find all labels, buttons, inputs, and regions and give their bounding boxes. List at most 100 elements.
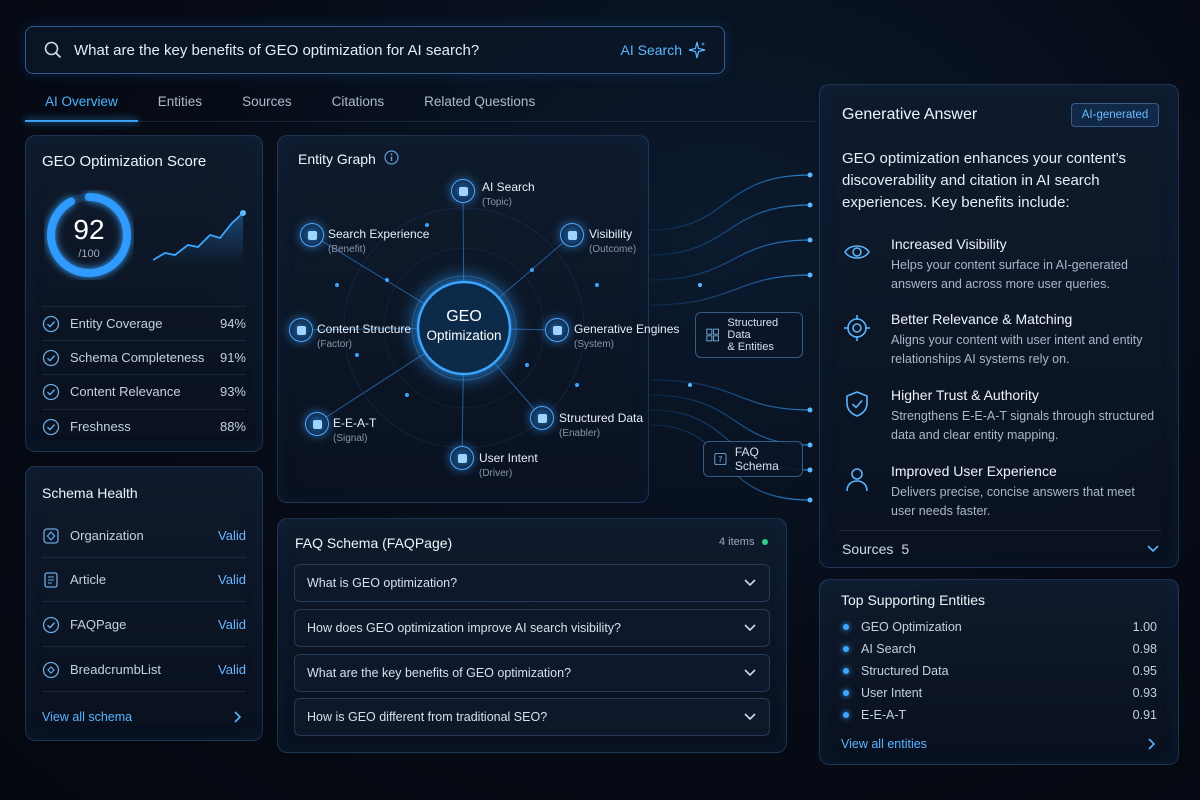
node-search-experience[interactable]: Search Experience(Benefit): [328, 227, 429, 255]
info-icon[interactable]: [384, 150, 399, 165]
schema-label: Organization: [70, 528, 144, 543]
faq-question: What are the key benefits of GEO optimiz…: [307, 666, 572, 680]
node-ai-search[interactable]: AI Search(Topic): [482, 180, 535, 208]
faq-panel-title: FAQ Schema (FAQPage): [295, 535, 453, 551]
faq-item[interactable]: How does GEO optimization improve AI sea…: [294, 609, 770, 647]
tab-related-questions[interactable]: Related Questions: [424, 94, 536, 109]
document-icon: [44, 571, 58, 588]
question-icon: ?: [714, 452, 727, 466]
tab-ai-overview[interactable]: AI Overview: [25, 92, 138, 122]
entity-row[interactable]: User Intent 0.93: [843, 682, 1157, 704]
chevron-down-icon: [744, 669, 756, 677]
entity-label: User Intent: [861, 686, 923, 700]
bullet-icon: [843, 712, 849, 718]
entity-score: 0.93: [1132, 686, 1157, 700]
chevron-down-icon: [744, 713, 756, 721]
check-circle-icon: [42, 418, 60, 435]
schema-item-organization[interactable]: Organization Valid: [42, 514, 246, 558]
metric-label: Content Relevance: [70, 384, 181, 399]
user-icon: [846, 468, 868, 492]
schema-item-faqpage[interactable]: FAQPage Valid: [42, 603, 246, 647]
chevron-right-icon[interactable]: [1146, 737, 1158, 751]
metric-value: 88%: [219, 419, 246, 434]
faq-question: How does GEO optimization improve AI sea…: [307, 621, 622, 635]
chevron-down-icon: [744, 624, 756, 632]
view-all-entities-link[interactable]: View all entities: [841, 737, 927, 751]
trend-sparkline: [152, 210, 246, 265]
tab-entities[interactable]: Entities: [157, 94, 203, 109]
search-bar[interactable]: What are the key benefits of GEO optimiz…: [25, 26, 725, 74]
node-generative-engines[interactable]: Generative Engines (System): [574, 322, 679, 350]
benefit-title: Increased Visibility: [891, 236, 1007, 252]
entity-graph-edges: [300, 190, 599, 458]
entity-label: GEO Optimization: [861, 620, 962, 634]
node-icon-eeat: [305, 412, 329, 436]
view-all-schema-link[interactable]: View all schema: [42, 710, 133, 724]
chevron-down-icon: [744, 579, 756, 587]
node-structured-data[interactable]: Structured Data(Enabler): [559, 411, 643, 439]
score-gauge: [47, 193, 131, 277]
tab-citations[interactable]: Citations: [331, 94, 385, 109]
benefit-desc: Helps your content surface in AI-generat…: [891, 258, 1128, 291]
tab-sources[interactable]: Sources: [242, 94, 292, 109]
faq-item[interactable]: What are the key benefits of GEO optimiz…: [294, 654, 770, 692]
target-icon: [844, 315, 870, 341]
node-visibility[interactable]: Visibility(Outcome): [589, 227, 636, 255]
check-circle-icon: [42, 349, 60, 366]
schema-label: Article: [70, 572, 107, 587]
faq-count-label: 4 items: [719, 536, 755, 548]
metric-value: 93%: [219, 384, 246, 399]
node-user-intent[interactable]: User Intent(Driver): [479, 451, 538, 479]
ai-search-button[interactable]: AI Search: [621, 41, 706, 59]
faq-schema-box[interactable]: ? FAQ Schema: [703, 441, 803, 477]
benefit-title: Higher Trust & Authority: [891, 387, 1039, 403]
schema-status: Valid: [218, 572, 246, 587]
tab-bar: AI Overview Entities Sources Citations R…: [25, 92, 555, 122]
node-label: Content Structure: [317, 322, 412, 336]
faq-item[interactable]: How is GEO different from traditional SE…: [294, 698, 770, 736]
faq-count: 4 items: [719, 536, 769, 548]
faq-item[interactable]: What is GEO optimization?: [294, 564, 770, 602]
sources-toggle[interactable]: Sources 5: [842, 541, 1160, 557]
node-label: Generative Engines: [574, 322, 680, 336]
metric-value: 94%: [219, 316, 246, 331]
score-value: 92: [73, 214, 105, 245]
bullet-icon: [843, 668, 849, 674]
sources-count: 5: [901, 541, 910, 557]
search-query[interactable]: What are the key benefits of GEO optimiz…: [74, 41, 480, 59]
center-node-line2: Optimization: [426, 328, 502, 343]
geo-score-title: GEO Optimization Score: [42, 153, 207, 170]
sparkle-icon: [688, 41, 706, 59]
benefit-desc: Aligns your content with user intent and…: [891, 333, 1143, 366]
faq-question: How is GEO different from traditional SE…: [307, 710, 548, 724]
node-eeat[interactable]: E-E-A-T(Signal): [333, 416, 376, 444]
node-icon-ai-search: [451, 179, 475, 203]
node-sub: (Benefit): [328, 244, 366, 255]
entities-title: Top Supporting Entities: [841, 592, 985, 608]
faq-question: What is GEO optimization?: [307, 576, 458, 590]
schema-label: FAQPage: [70, 617, 127, 632]
node-content-structure[interactable]: Content Structure(Factor): [317, 322, 411, 350]
generative-answer-panel: [819, 84, 1179, 568]
schema-item-breadcrumblist[interactable]: BreadcrumbList Valid: [42, 648, 246, 692]
structured-data-entities-box[interactable]: Structured Data & Entities: [695, 312, 803, 358]
bullet-icon: [843, 690, 849, 696]
schema-label: BreadcrumbList: [70, 662, 162, 677]
entity-graph-title: Entity Graph: [298, 151, 376, 167]
svg-text:?: ?: [718, 455, 722, 464]
schema-item-article[interactable]: Article Valid: [42, 558, 246, 602]
entity-label: AI Search: [861, 642, 916, 656]
metric-entity-coverage: Entity Coverage 94%: [42, 306, 246, 340]
geo-score-panel: [25, 135, 263, 452]
graph-center-node[interactable]: GEO Optimization: [414, 308, 514, 343]
metric-freshness: Freshness 88%: [42, 409, 246, 443]
answer-intro: GEO optimization enhances your content’s…: [842, 150, 1127, 211]
shield-check-icon: [846, 391, 868, 417]
node-icon-visibility: [560, 223, 584, 247]
node-sub: (System): [574, 339, 614, 350]
chevron-right-icon[interactable]: [232, 710, 244, 724]
